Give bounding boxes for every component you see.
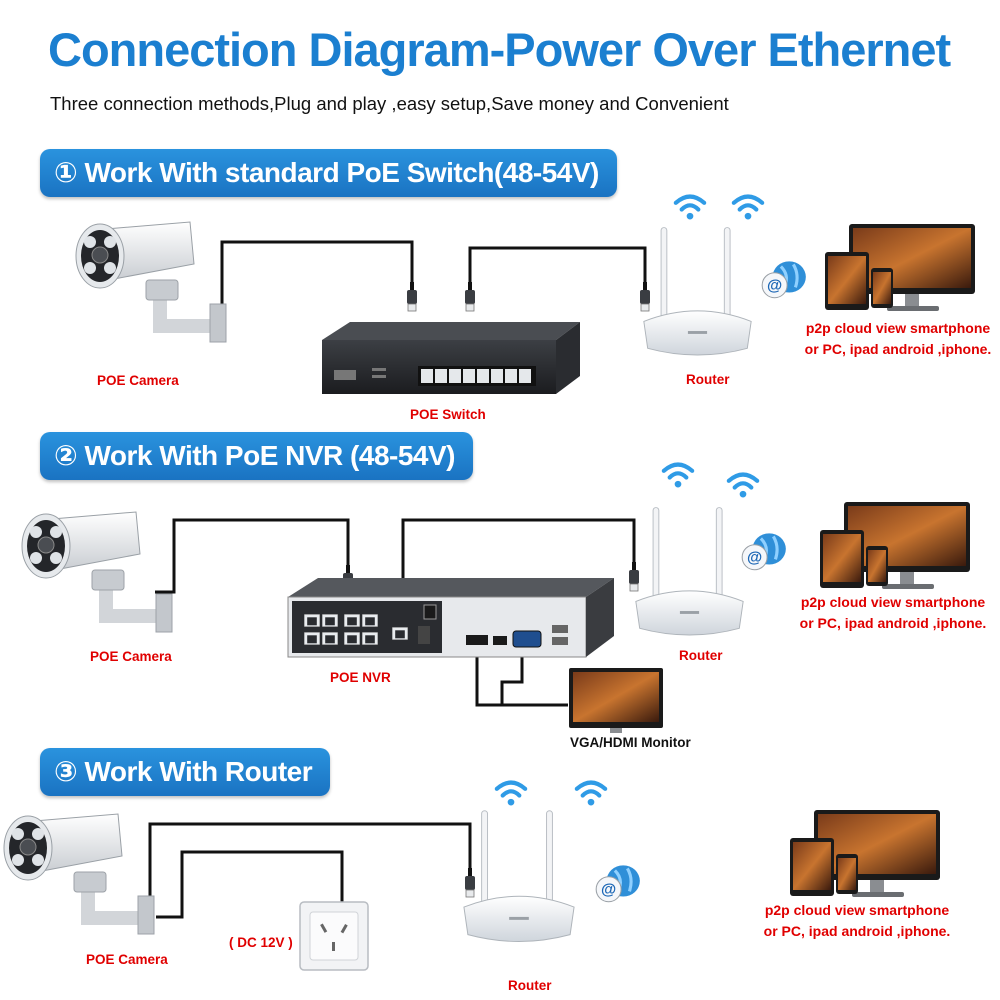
p2p-caption-line-2: or PC, ipad android ,iphone.: [799, 615, 987, 631]
ethernet-plug-icon: [464, 868, 476, 898]
section-1-cables: [213, 240, 647, 320]
poe-camera-3-icon: [4, 814, 154, 934]
section-2-banner: ② Work With PoE NVR (48-54V): [40, 432, 473, 480]
devices-icon: [790, 810, 940, 897]
poe-camera-label: POE Camera: [90, 649, 172, 664]
section-3-cables: [148, 822, 472, 919]
poe-camera-2-icon: [22, 512, 172, 632]
poe-switch-label: POE Switch: [410, 407, 486, 422]
poe-switch-icon: [322, 322, 580, 394]
p2p-caption-line-1: p2p cloud view smartphone: [805, 320, 991, 336]
p2p-caption: p2p cloud view smartphone or PC, ipad an…: [798, 318, 998, 360]
router-1-icon: [643, 227, 752, 356]
poe-camera-1-icon: [76, 222, 226, 342]
poe-nvr-icon: [287, 578, 614, 658]
router-2-icon: [635, 507, 744, 636]
wifi-icon: [664, 465, 692, 488]
wifi-icon: [497, 783, 525, 806]
wifi-icon: [577, 783, 605, 806]
section-2-cables: [155, 518, 636, 707]
wifi-icon: [734, 197, 762, 220]
vga-hdmi-monitor-label: VGA/HDMI Monitor: [570, 735, 691, 750]
wifi-icon: [729, 475, 757, 498]
p2p-caption: p2p cloud view smartphone or PC, ipad an…: [752, 900, 962, 942]
poe-camera-label: POE Camera: [86, 952, 168, 967]
devices-icon: [820, 502, 970, 589]
p2p-caption-line-1: p2p cloud view smartphone: [800, 594, 986, 610]
page-title: Connection Diagram-Power Over Ethernet: [48, 23, 951, 76]
section-3-banner: ③ Work With Router: [40, 748, 331, 796]
power-outlet-icon: [299, 901, 369, 971]
ethernet-plug-icon: [464, 282, 476, 312]
ethernet-plug-icon: [639, 282, 651, 312]
vga-hdmi-monitor-icon: [569, 668, 663, 733]
router-label: Router: [508, 978, 552, 993]
ethernet-plug-icon: [406, 282, 418, 312]
section-1-banner: ① Work With standard PoE Switch(48-54V): [40, 149, 617, 197]
cloud-globe-icon: [594, 863, 642, 904]
router-label: Router: [679, 648, 723, 663]
page-subtitle: Three connection methods,Plug and play ,…: [50, 93, 729, 114]
p2p-caption-line-2: or PC, ipad android ,iphone.: [804, 341, 992, 357]
wifi-icon: [676, 197, 704, 220]
cloud-globe-icon: [740, 531, 788, 572]
poe-nvr-label: POE NVR: [330, 670, 391, 685]
p2p-caption-line-1: p2p cloud view smartphone: [764, 902, 950, 918]
devices-icon: [825, 224, 975, 311]
poe-camera-label: POE Camera: [97, 373, 179, 388]
router-label: Router: [686, 372, 730, 387]
p2p-caption: p2p cloud view smartphone or PC, ipad an…: [788, 592, 998, 634]
cloud-globe-icon: [760, 259, 808, 300]
router-3-icon: [463, 810, 575, 943]
ethernet-plug-icon: [628, 562, 640, 592]
dc-12v-label: ( DC 12V ): [229, 935, 293, 950]
p2p-caption-line-2: or PC, ipad android ,iphone.: [763, 923, 951, 939]
